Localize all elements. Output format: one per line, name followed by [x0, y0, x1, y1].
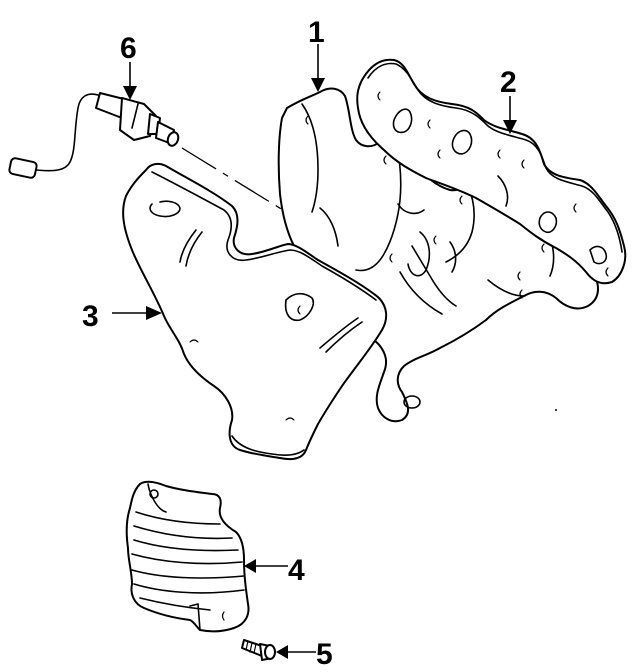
speck	[555, 409, 557, 411]
callout-number-1: 1	[308, 16, 325, 49]
arrow-icon	[311, 78, 325, 92]
callout-number-2: 2	[500, 66, 517, 99]
shield-bolt[interactable]	[241, 639, 276, 661]
heat-shield-upper[interactable]	[122, 162, 388, 460]
callout-4[interactable]: 4	[244, 554, 305, 587]
callout-5[interactable]: 5	[276, 638, 333, 671]
callout-1[interactable]: 1	[308, 16, 325, 92]
arrow-icon	[244, 559, 256, 573]
callout-number-3: 3	[82, 300, 99, 333]
callout-6[interactable]: 6	[120, 32, 137, 100]
arrow-icon	[503, 120, 517, 134]
oxygen-sensor[interactable]	[8, 92, 180, 179]
callout-number-6: 6	[120, 32, 137, 65]
arrow-icon	[123, 86, 137, 100]
callout-number-4: 4	[288, 554, 305, 587]
arrow-icon	[276, 645, 288, 659]
callout-number-5: 5	[316, 638, 333, 671]
arrow-icon	[146, 306, 162, 320]
heat-shield-lower[interactable]	[125, 480, 250, 633]
callout-3[interactable]: 3	[82, 300, 162, 333]
manifold-gasket[interactable]	[356, 58, 627, 285]
sensor-install-line	[181, 147, 297, 219]
callout-2[interactable]: 2	[500, 66, 517, 134]
